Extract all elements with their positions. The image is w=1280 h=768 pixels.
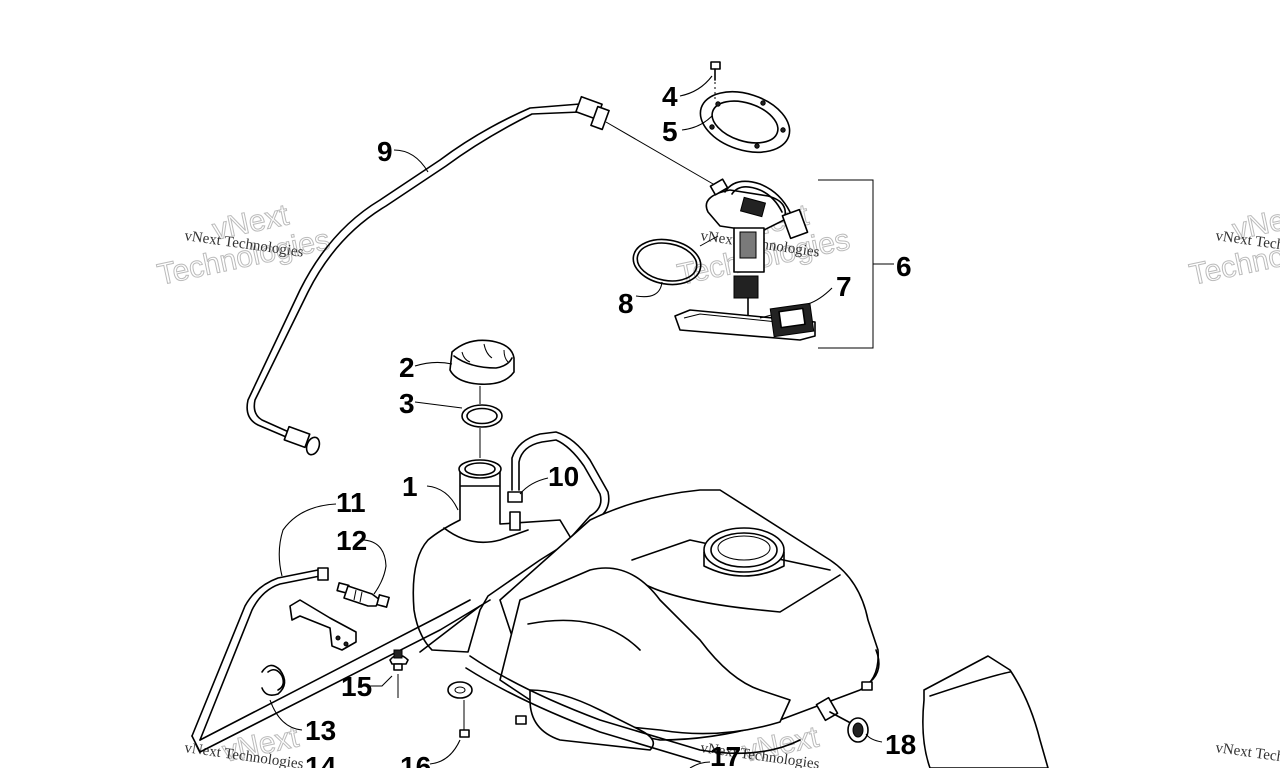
callout-11: 11 [336, 487, 366, 518]
callout-9: 9 [377, 136, 393, 167]
callout-15: 15 [341, 671, 372, 702]
callout-10: 10 [548, 461, 579, 492]
hose-clip-13 [261, 664, 286, 696]
fastener-15 [389, 649, 409, 698]
watermark-right: Technologies vNext vNext Technologies [1186, 198, 1280, 292]
callout-6: 6 [896, 251, 912, 282]
callout-18: 18 [885, 729, 916, 760]
screw-4 [710, 61, 721, 100]
callout-5: 5 [662, 116, 678, 147]
callout-1: 1 [402, 471, 418, 502]
vent-hose-10 [507, 431, 610, 561]
vent-line-11 [191, 567, 481, 753]
callout-16: 16 [400, 751, 431, 768]
filler-cap-2 [449, 339, 515, 386]
callout-8: 8 [618, 288, 634, 319]
grommet-18 [847, 717, 869, 743]
side-panel [922, 655, 1049, 768]
fuel-pump-assembly-6 [674, 178, 816, 341]
check-valve-12 [336, 582, 390, 608]
mounting-bracket [289, 599, 357, 651]
callout-2: 2 [399, 352, 415, 383]
fuel-hose-9 [246, 95, 721, 456]
callout-17: 17 [710, 741, 741, 768]
watermark-small: vNext Technologies [1214, 740, 1280, 768]
cap-ring-3 [461, 386, 503, 458]
bolt-16 [459, 700, 470, 738]
callout-4: 4 [662, 81, 678, 112]
callout-7: 7 [836, 271, 852, 302]
leader-lines [269, 75, 883, 768]
callout-12: 12 [336, 525, 367, 556]
callout-numbers: 1 2 3 4 5 6 7 8 9 10 11 12 13 14 15 16 1… [305, 81, 916, 768]
callout-3: 3 [399, 388, 415, 419]
gasket-5 [699, 91, 791, 153]
callout-13: 13 [305, 715, 336, 746]
filler-reservoir-1 [412, 459, 573, 653]
fuel-tank [419, 489, 880, 763]
o-ring-8 [632, 235, 719, 286]
callout-14: 14 [305, 751, 337, 768]
bracket-6 [818, 179, 894, 349]
